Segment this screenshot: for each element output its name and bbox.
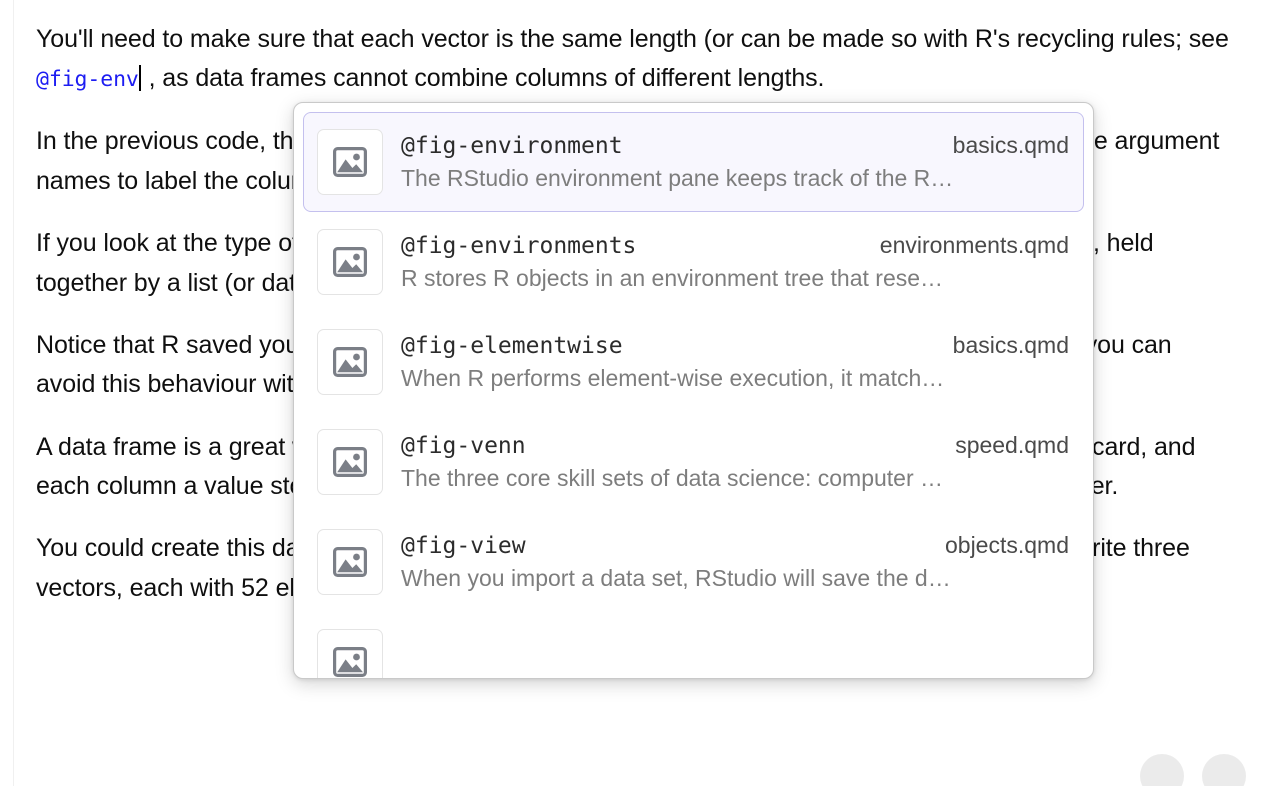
image-placeholder-icon [317,529,383,595]
image-placeholder-icon [317,629,383,678]
autocomplete-item-description: The RStudio environment pane keeps track… [401,165,954,191]
autocomplete-item-description: The three core skill sets of data scienc… [401,465,944,491]
editor-gutter-line [13,0,14,786]
autocomplete-item-header: @fig-environments environments.qmd [401,232,1069,259]
text-run: You'll need to make sure that each vecto… [36,25,1229,53]
autocomplete-item-description: When R performs element-wise execution, … [401,365,945,391]
autocomplete-item-file: basics.qmd [952,132,1069,158]
autocomplete-item-description: R stores R objects in an environment tre… [401,265,944,291]
image-placeholder-icon [317,429,383,495]
floating-action-button-2[interactable] [1202,754,1246,786]
paragraph-p1: You'll need to make sure that each vecto… [36,20,1232,99]
autocomplete-item-body: @fig-environments environments.qmd R store… [401,232,1069,292]
autocomplete-item-header: @fig-environment basics.qmd [401,132,1069,159]
autocomplete-item-title: @fig-elementwise [401,333,623,359]
autocomplete-item-file: basics.qmd [952,332,1069,358]
autocomplete-item-file: speed.qmd [955,432,1069,458]
autocomplete-item-title: @fig-venn [401,433,526,459]
autocomplete-item-header: @fig-elementwise basics.qmd [401,332,1069,359]
autocomplete-item-file: environments.qmd [879,232,1069,258]
text-run: , as data frames cannot combine columns … [141,64,825,92]
autocomplete-item-description: When you import a data set, RStudio will… [401,565,951,591]
image-placeholder-icon [317,229,383,295]
autocomplete-item-fig-environments[interactable]: @fig-environments environments.qmd R store… [303,212,1084,312]
autocomplete-item-title: @fig-environments [401,233,637,259]
autocomplete-item-header: @fig-venn speed.qmd [401,432,1069,459]
autocomplete-item-body [401,659,1069,665]
image-placeholder-icon [317,129,383,195]
autocomplete-item-file: objects.qmd [944,532,1069,558]
floating-action-button-1[interactable] [1140,754,1184,786]
autocomplete-item-title: @fig-view [401,533,526,559]
image-placeholder-icon [317,329,383,395]
cross-reference-token: @fig-env [36,67,139,92]
text-caret [138,65,141,91]
autocomplete-item-title: @fig-environment [401,133,623,159]
autocomplete-item-header: @fig-view objects.qmd [401,532,1069,559]
autocomplete-item-partial[interactable] [303,612,1084,678]
